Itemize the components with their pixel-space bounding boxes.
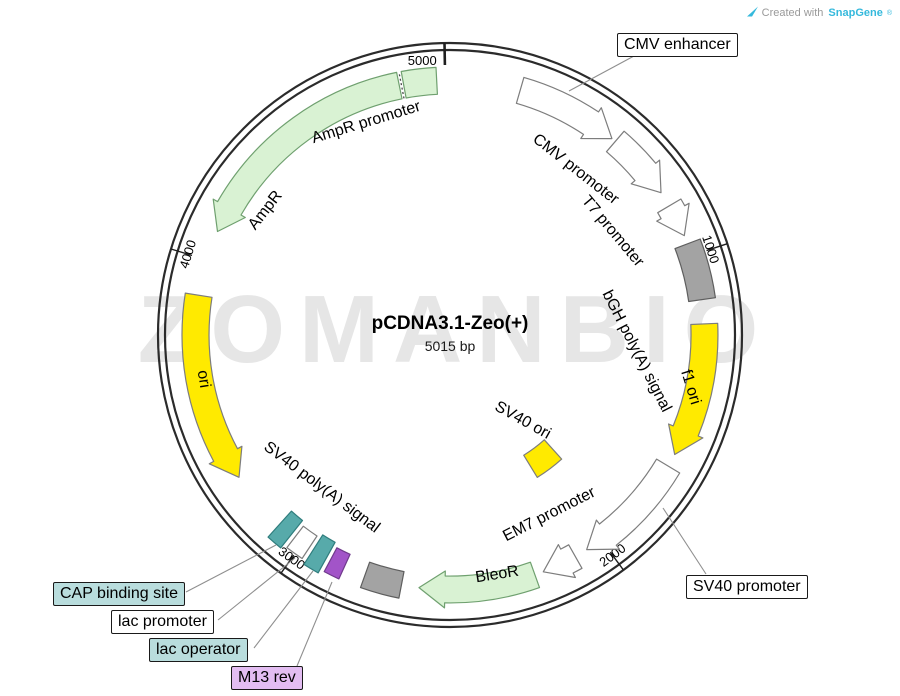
feature-label-ori: ori <box>194 369 214 389</box>
feature-sv40-polya <box>359 561 405 599</box>
feature-bleor <box>418 561 541 609</box>
feature-label-sv40-ori: SV40 ori <box>492 398 554 443</box>
callout-lac-promoter: lac promoter <box>111 610 214 634</box>
connector-cmv-enhancer <box>568 55 635 92</box>
feature-m13-rev <box>323 547 351 580</box>
feature-cmv-promoter <box>605 130 662 194</box>
feature-sv40-promoter <box>586 458 681 551</box>
callout-cmv-enhancer: CMV enhancer <box>617 33 738 57</box>
feature-f1-ori <box>668 322 719 456</box>
watermark-text: ZOMANBIO <box>138 276 773 383</box>
feature-lac-operator <box>303 534 336 574</box>
feature-ampr <box>212 71 403 233</box>
feature-cap-site <box>267 510 304 549</box>
feature-t7-promoter <box>656 198 690 237</box>
backbone-inner-ring <box>163 48 737 622</box>
callout-sv40-promoter: SV40 promoter <box>686 575 808 599</box>
connector-lac-operator <box>253 570 314 649</box>
feature-shapes <box>181 66 719 609</box>
tick-2000 <box>609 551 624 571</box>
snapgene-logo-icon <box>746 6 758 20</box>
connector-lac-promoter <box>217 557 296 621</box>
backbone-outer-ring <box>156 41 744 629</box>
feature-lac-promoter <box>286 525 318 560</box>
credit-line: Created with SnapGene® <box>746 6 892 20</box>
credit-prefix: Created with <box>761 7 824 19</box>
plasmid-name: pCDNA3.1-Zeo(+) <box>372 313 529 334</box>
credit-brand: SnapGene <box>828 7 883 19</box>
feature-ampr-promoter <box>400 66 438 99</box>
connector-sv40-promoter <box>662 507 707 575</box>
tick-1000 <box>706 243 728 252</box>
tick-label-5000: 5000 <box>408 53 437 68</box>
feature-em7-promoter <box>542 544 583 579</box>
feature-label-cmv-promoter: CMV promoter <box>529 131 622 209</box>
callout-connector-lines <box>185 55 707 667</box>
feature-sv40-ori <box>523 439 563 478</box>
callout-cap-binding-site: CAP binding site <box>53 582 185 606</box>
feature-cmv-enhancer <box>515 76 613 140</box>
plasmid-size-label: 5015 bp <box>425 338 476 354</box>
connector-m13-rev <box>296 581 333 667</box>
feature-bgh-polya <box>674 238 716 303</box>
callout-m13-rev: M13 rev <box>231 666 303 690</box>
feature-label-sv40-polya: SV40 poly(A) signal <box>260 438 382 536</box>
callout-lac-operator: lac operator <box>149 638 248 662</box>
feature-ori <box>181 292 243 478</box>
tick-4000 <box>170 248 193 257</box>
feature-label-em7-promoter: EM7 promoter <box>500 484 599 545</box>
feature-label-bleor: BleoR <box>474 563 520 587</box>
credit-registered: ® <box>886 9 892 17</box>
connector-cap-site <box>185 544 277 593</box>
